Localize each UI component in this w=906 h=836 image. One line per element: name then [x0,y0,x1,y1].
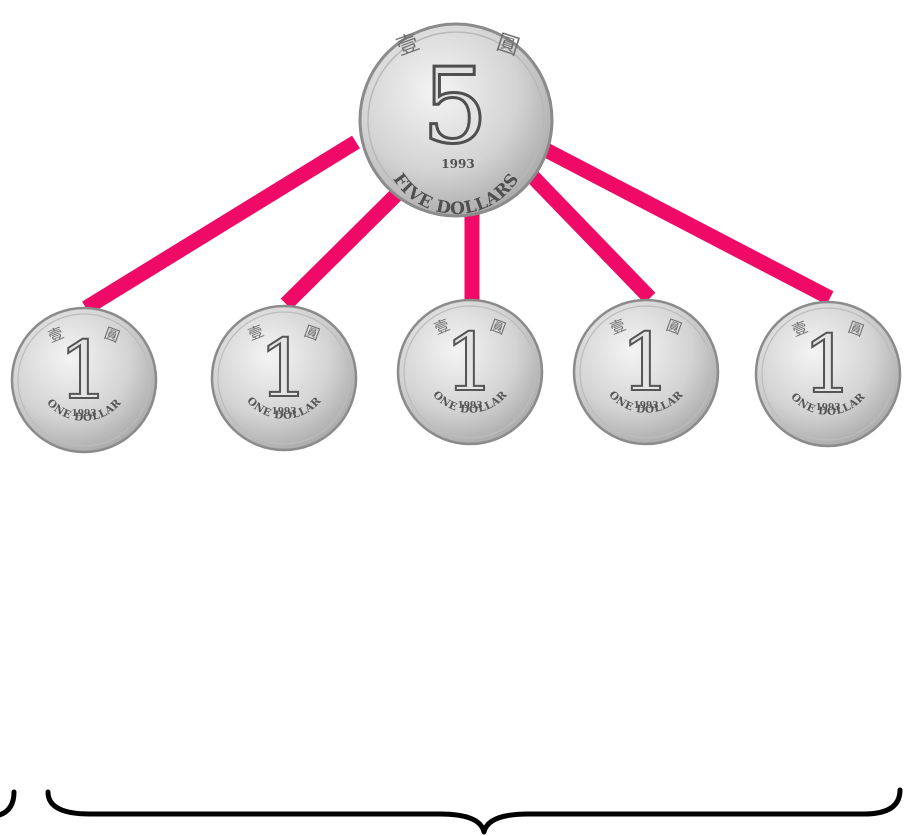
brace-bracket [45,787,903,835]
coin-rim [572,298,720,446]
coin-year: 1993 [441,157,474,171]
coin-year: 1993 [271,407,296,417]
coin-year: 1993 [815,403,840,413]
coin-year: 1993 [633,401,658,411]
coin-value: 1 [803,318,854,411]
coin-char-right: 圓 [302,322,322,344]
coin-inner-ring [217,311,351,445]
connector-line [542,143,834,305]
connector-line [526,170,656,304]
one-dollar-coin: 壹圓11993ONE DOLLAR [10,306,158,454]
coin-rim [210,304,358,452]
coin-value: 1 [259,322,310,415]
coin-char-left: 壹 [246,322,267,344]
coin-char-left: 壹 [432,316,453,338]
brace-left-fragment [0,789,17,818]
coin-inner-ring [403,305,537,439]
one-dollar-coins: 壹圓11993ONE DOLLAR壹圓11993ONE DOLLAR壹圓1199… [10,298,902,454]
one-dollar-coin: 壹圓11993ONE DOLLAR [754,300,902,448]
one-dollar-coin: 壹圓11993ONE DOLLAR [396,298,544,446]
coin-inner-ring [17,313,151,447]
braces [0,787,903,835]
coin-year: 1993 [457,401,482,411]
coin-rim [10,306,158,454]
coin-char-left: 壹 [790,318,811,340]
one-dollar-coin: 壹圓11993ONE DOLLAR [210,304,358,452]
coin-char-right: 圓 [664,316,684,338]
coin-char-right: 圓 [846,318,866,340]
coin-rim [754,300,902,448]
coin-inner-ring [761,307,895,441]
coin-rim [396,298,544,446]
five-dollar-coin: 壹 圓 5 1993 FIVE DOLLARS [358,22,554,219]
coin-year: 1993 [71,409,96,419]
connector-line [280,188,403,310]
coin-value: 1 [445,316,496,409]
coin-value: 5 [422,45,488,167]
connector-line [82,135,360,315]
coin-char-left: 壹 [608,316,629,338]
coin-value: 1 [621,316,672,409]
coin-inner-ring [579,305,713,439]
coin-char-right: 圓 [102,324,122,346]
coin-char-right: 圓 [488,316,508,338]
coin-value: 1 [59,324,110,417]
coin-char-left: 壹 [46,324,67,346]
connectors [82,135,834,315]
one-dollar-coin: 壹圓11993ONE DOLLAR [572,298,720,446]
